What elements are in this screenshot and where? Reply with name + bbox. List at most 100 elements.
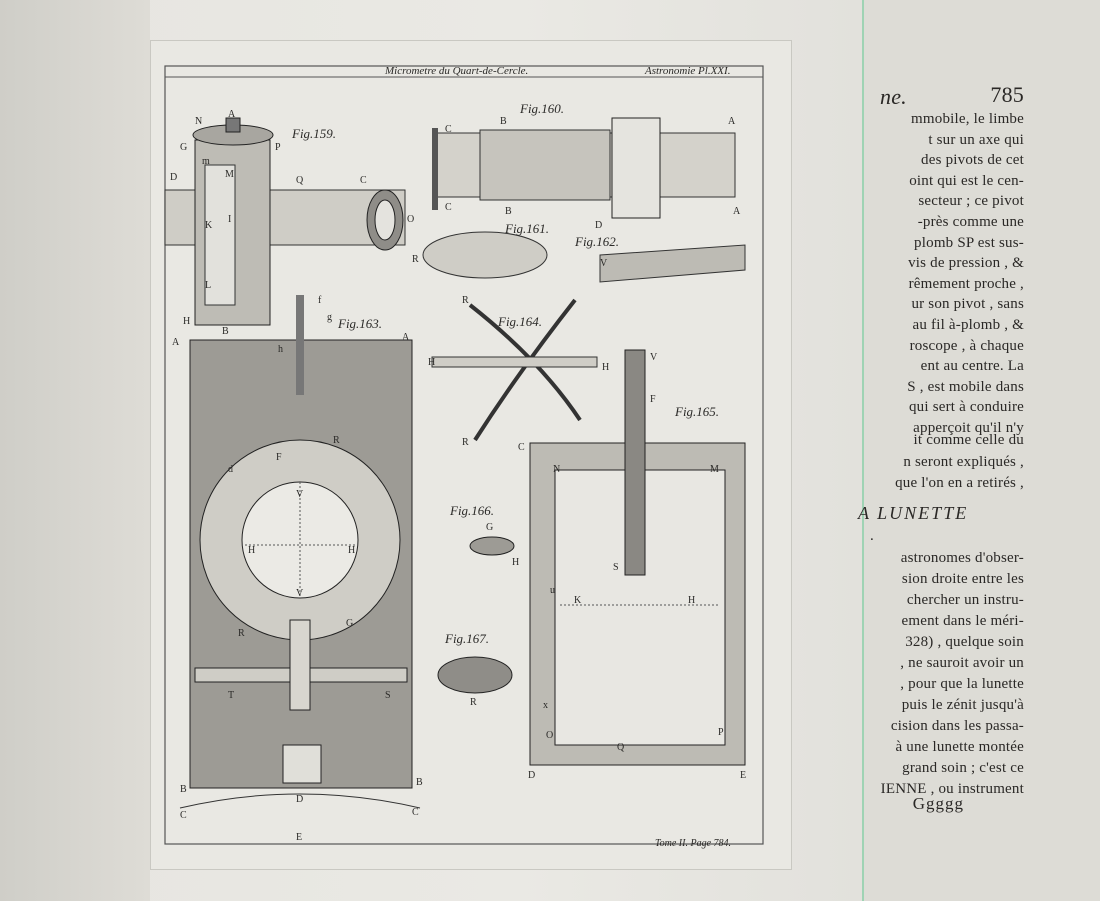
letter-label: m bbox=[202, 156, 210, 167]
text-line: sion droite entre les bbox=[901, 571, 1024, 587]
text-line: n seront expliqués , bbox=[903, 453, 1024, 470]
letter-label: H bbox=[688, 595, 695, 606]
letter-label: R bbox=[462, 437, 469, 448]
letter-label: C bbox=[445, 202, 452, 213]
text-line: à une lunette montée bbox=[895, 739, 1024, 755]
text-line: puis le zénit jusqu'à bbox=[901, 697, 1024, 713]
fig-165-drawing bbox=[529, 349, 746, 766]
letter-label: O bbox=[407, 214, 414, 225]
letter-label: G bbox=[180, 142, 187, 153]
plate-title: Micrometre du Quart-de-Cercle. bbox=[384, 65, 528, 77]
fig-163-drawing bbox=[179, 295, 421, 809]
text-line: ent au centre. La bbox=[920, 358, 1024, 375]
text-line: grand soin ; c'est ce bbox=[902, 760, 1024, 776]
letter-label: H bbox=[183, 316, 190, 327]
text-line: it comme celle du bbox=[913, 432, 1024, 448]
plate-footer: Tome II. Page 784. bbox=[655, 838, 731, 849]
page-number: 785 bbox=[990, 82, 1024, 107]
letter-label: H bbox=[602, 362, 609, 373]
fig-166-drawing bbox=[469, 536, 515, 556]
text-line: que l'on en a retirés , bbox=[895, 475, 1024, 491]
letter-label: O bbox=[546, 730, 553, 741]
letter-label: C bbox=[412, 807, 419, 818]
letter-label: Q bbox=[617, 742, 625, 753]
text-line: vis de pression , & bbox=[908, 255, 1024, 272]
section-dot: . bbox=[870, 528, 874, 544]
text-line: plomb SP est sus- bbox=[914, 234, 1024, 251]
letter-label: M bbox=[710, 464, 719, 475]
fig-label: Fig.159. bbox=[291, 126, 336, 141]
text-line: ement dans le méri- bbox=[901, 613, 1024, 629]
letter-label: V bbox=[650, 352, 658, 363]
letter-label: A bbox=[402, 332, 410, 343]
text-line: IENNE , ou instrument bbox=[880, 781, 1024, 797]
letter-label: N bbox=[195, 116, 202, 127]
letter-label: C bbox=[445, 124, 452, 135]
fig-label: Fig.162. bbox=[574, 234, 619, 249]
letter-label: R bbox=[412, 254, 419, 265]
letter-label: N bbox=[553, 464, 560, 475]
letter-label: E bbox=[296, 832, 302, 843]
letter-label: F bbox=[650, 394, 656, 405]
letter-label: A bbox=[728, 116, 736, 127]
letter-label: h bbox=[278, 344, 283, 355]
letter-label: F bbox=[276, 452, 282, 463]
fig-162-drawing bbox=[599, 244, 746, 283]
text-line: t sur un axe qui bbox=[928, 131, 1024, 148]
text-line: -près comme une bbox=[917, 214, 1024, 230]
text-line: oint qui est le cen- bbox=[909, 172, 1024, 189]
letter-label: d bbox=[228, 464, 233, 475]
letter-label: B bbox=[500, 116, 507, 127]
letter-label: D bbox=[296, 794, 303, 805]
letter-label: B bbox=[222, 326, 229, 337]
letter-label: B bbox=[505, 206, 512, 217]
letter-label: K bbox=[205, 220, 213, 231]
letter-label: u bbox=[550, 585, 555, 596]
plate-border bbox=[164, 65, 764, 845]
letter-label: B bbox=[180, 784, 187, 795]
fig-label: Fig.165. bbox=[674, 404, 719, 419]
letter-label: R bbox=[470, 697, 477, 708]
letter-label: D bbox=[595, 220, 602, 231]
letter-label: B bbox=[416, 777, 423, 788]
letter-label: Q bbox=[296, 175, 304, 186]
letter-label: C bbox=[360, 175, 367, 186]
running-head: ne. bbox=[880, 84, 907, 109]
text-line: cision dans les passa- bbox=[890, 718, 1024, 734]
letter-label: A bbox=[228, 109, 236, 120]
letter-label: L bbox=[205, 280, 211, 291]
letter-label: f bbox=[318, 295, 322, 306]
letter-label: R bbox=[238, 628, 245, 639]
fold-flap bbox=[0, 0, 150, 901]
letter-label: A bbox=[172, 337, 180, 348]
letter-label: R bbox=[462, 295, 469, 306]
letter-label: g bbox=[327, 312, 332, 323]
text-line: qui sert à conduire bbox=[908, 399, 1024, 416]
fig-161-drawing bbox=[422, 231, 548, 279]
text-line: rêmement proche , bbox=[908, 275, 1024, 292]
text-line: au fil à-plomb , & bbox=[912, 317, 1024, 333]
letter-label: S bbox=[385, 690, 391, 701]
text-line: S , est mobile dans bbox=[907, 378, 1024, 395]
fig-label: Fig.167. bbox=[444, 631, 489, 646]
letter-label: P bbox=[275, 142, 281, 153]
fig-label: Fig.166. bbox=[449, 503, 494, 518]
letter-label: K bbox=[574, 595, 582, 606]
text-line: apperçoit qu'il n'y bbox=[913, 420, 1024, 436]
letter-label: H bbox=[348, 545, 355, 556]
text-line: ur son pivot , sans bbox=[911, 296, 1024, 313]
text-line: secteur ; ce pivot bbox=[918, 193, 1024, 210]
fig-label: Fig.160. bbox=[519, 101, 564, 116]
fig-label: Fig.163. bbox=[337, 316, 382, 331]
letter-label: H bbox=[512, 557, 519, 568]
text-line: , pour que la lunette bbox=[900, 676, 1024, 692]
text-line: roscope , à chaque bbox=[909, 337, 1024, 354]
letter-label: M bbox=[225, 169, 234, 180]
letter-label: G bbox=[486, 522, 493, 533]
letter-label: I bbox=[228, 214, 231, 225]
letter-label: D bbox=[170, 172, 177, 183]
letter-label: T bbox=[228, 690, 234, 701]
fig-164-drawing bbox=[431, 298, 598, 442]
section-title: A LUNETTE bbox=[858, 503, 969, 523]
letter-label: V bbox=[296, 588, 304, 599]
